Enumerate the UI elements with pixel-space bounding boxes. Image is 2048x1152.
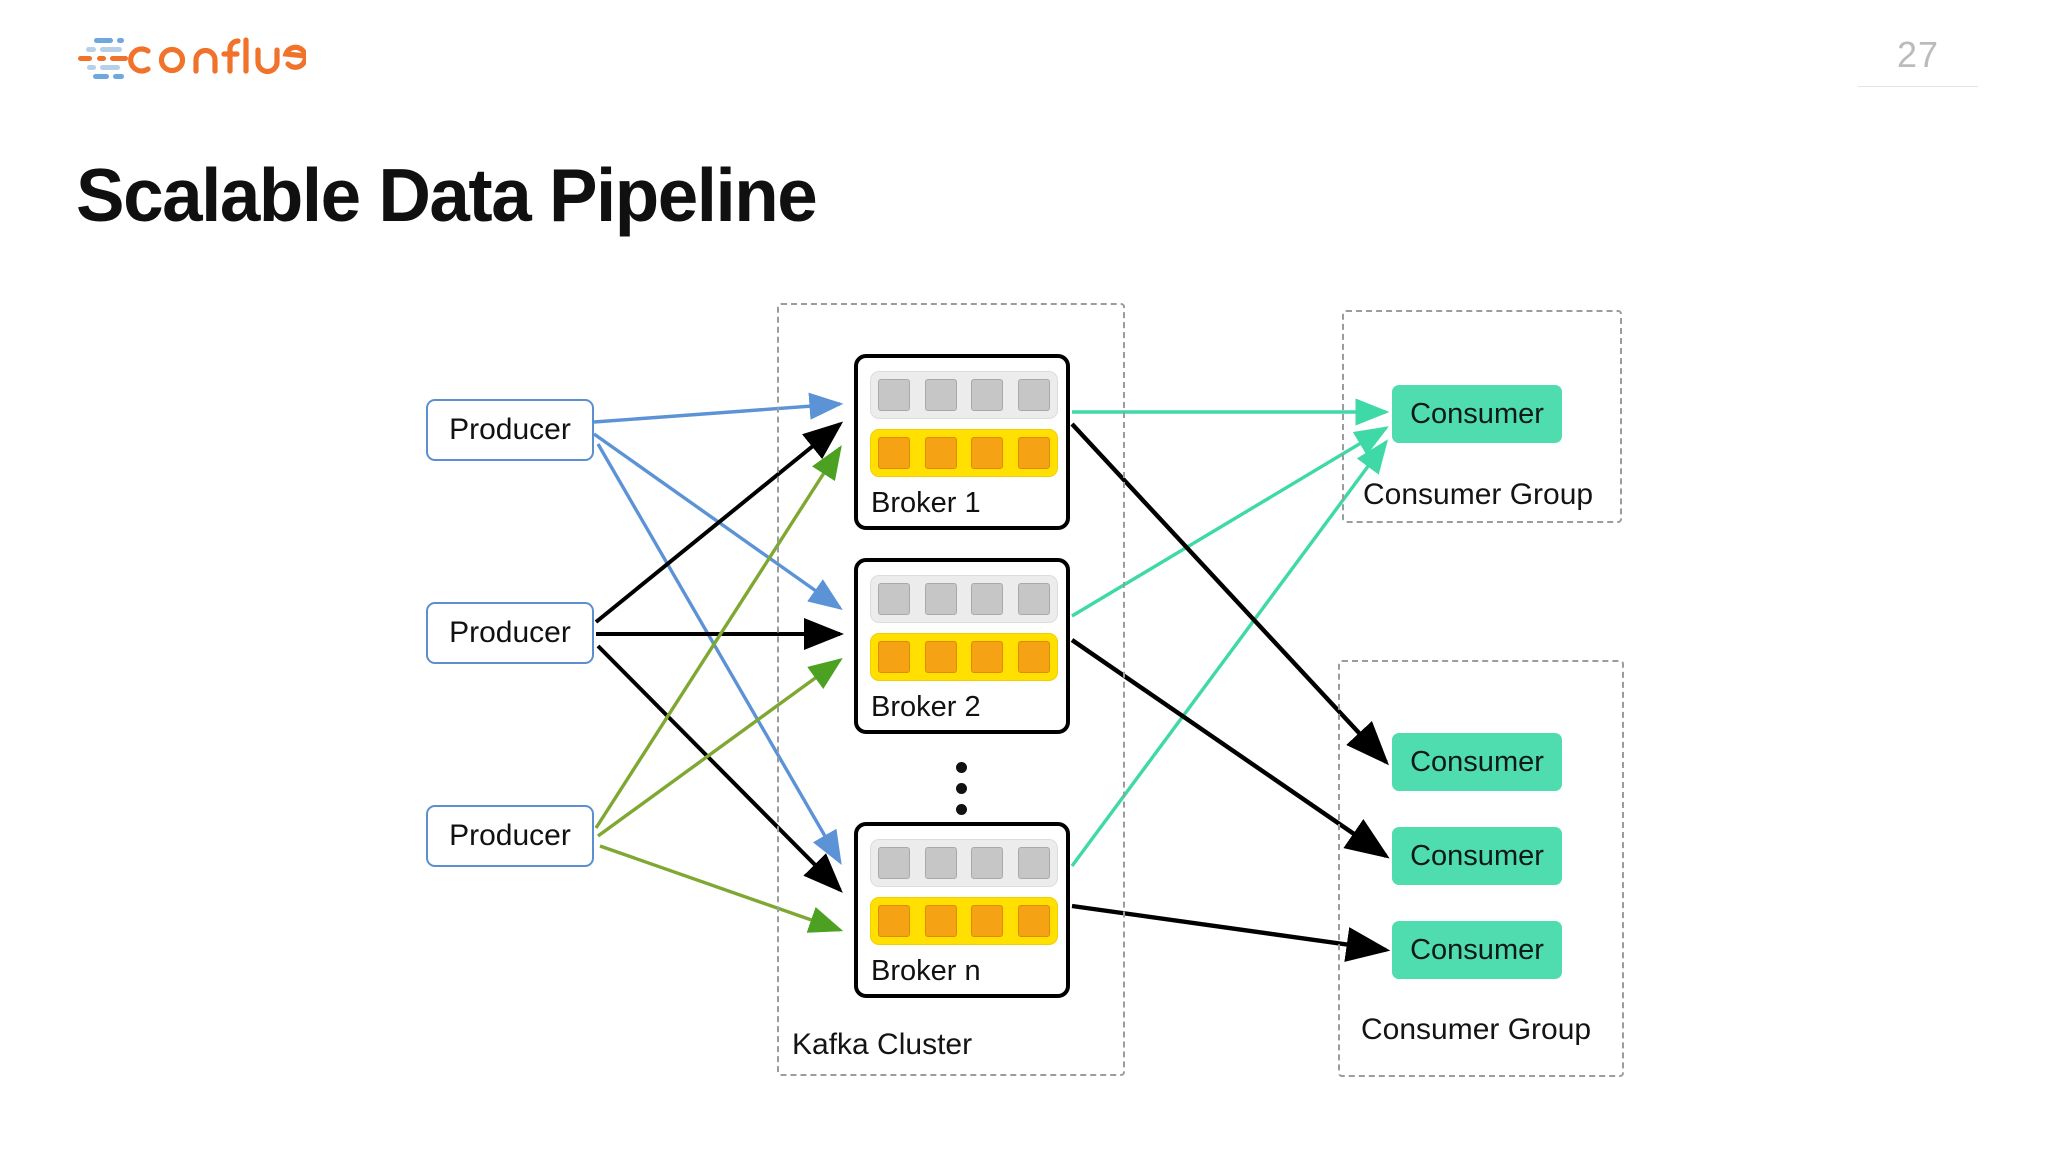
broker-n-partition-gray (870, 839, 1058, 887)
consumer-label: Consumer (1410, 839, 1544, 872)
producer-1-label: Producer (449, 413, 571, 446)
producer-2[interactable]: Producer (426, 602, 594, 664)
producer-2-label: Producer (449, 616, 571, 649)
partition-cell (924, 905, 957, 937)
partition-cell (924, 379, 957, 411)
consumer-group-1-consumer-1[interactable]: Consumer (1392, 385, 1562, 443)
partition-cell (878, 437, 910, 469)
partition-cell (878, 905, 910, 937)
partition-cell (878, 583, 910, 615)
consumer-group-1-container (1342, 310, 1622, 523)
consumer-group-2-container (1338, 660, 1624, 1077)
consumer-label: Consumer (1410, 397, 1544, 430)
partition-cell (1017, 583, 1050, 615)
partition-cell (1017, 379, 1050, 411)
consumer-label: Consumer (1410, 933, 1544, 966)
producer-1[interactable]: Producer (426, 399, 594, 461)
consumer-group-2-consumer-3[interactable]: Consumer (1392, 921, 1562, 979)
broker-2[interactable]: Broker 2 (854, 558, 1070, 734)
partition-cell (1017, 847, 1050, 879)
kafka-cluster-container (777, 303, 1125, 1076)
consumer-label: Consumer (1410, 745, 1544, 778)
partition-cell (971, 583, 1004, 615)
partition-cell (924, 847, 957, 879)
partition-cell (924, 437, 957, 469)
broker-2-label: Broker 2 (871, 691, 981, 723)
confluent-wordmark (128, 37, 306, 75)
broker-2-partition-yellow (870, 633, 1058, 681)
partition-cell (924, 583, 957, 615)
confluent-logo (76, 34, 306, 86)
partition-cell (971, 641, 1004, 673)
broker-1-label: Broker 1 (871, 487, 981, 519)
partition-cell (971, 379, 1004, 411)
confluent-logo-mark (78, 38, 128, 79)
partition-cell (971, 437, 1004, 469)
partition-cell (971, 847, 1004, 879)
consumer-group-2-consumer-2[interactable]: Consumer (1392, 827, 1562, 885)
broker-1-partition-gray (870, 371, 1058, 419)
broker-2-partition-gray (870, 575, 1058, 623)
producer-3-label: Producer (449, 819, 571, 852)
partition-cell (878, 379, 910, 411)
page-number: 27 (1896, 34, 1940, 75)
broker-1[interactable]: Broker 1 (854, 354, 1070, 530)
partition-cell (924, 641, 957, 673)
page-number-rule (1858, 86, 1978, 87)
broker-1-partition-yellow (870, 429, 1058, 477)
partition-cell (1017, 641, 1050, 673)
partition-cell (1017, 905, 1050, 937)
page-title: Scalable Data Pipeline (76, 153, 818, 237)
vertical-ellipsis-icon (956, 762, 967, 815)
broker-n-partition-yellow (870, 897, 1058, 945)
partition-cell (1017, 437, 1050, 469)
partition-cell (878, 847, 910, 879)
consumer-group-2-consumer-1[interactable]: Consumer (1392, 733, 1562, 791)
consumer-group-1-label: Consumer Group (1363, 478, 1594, 511)
producer-3[interactable]: Producer (426, 805, 594, 867)
broker-n[interactable]: Broker n (854, 822, 1070, 998)
broker-n-label: Broker n (871, 955, 981, 987)
partition-cell (878, 641, 910, 673)
kafka-cluster-label: Kafka Cluster (792, 1028, 973, 1061)
consumer-group-2-label: Consumer Group (1361, 1013, 1592, 1046)
partition-cell (971, 905, 1004, 937)
